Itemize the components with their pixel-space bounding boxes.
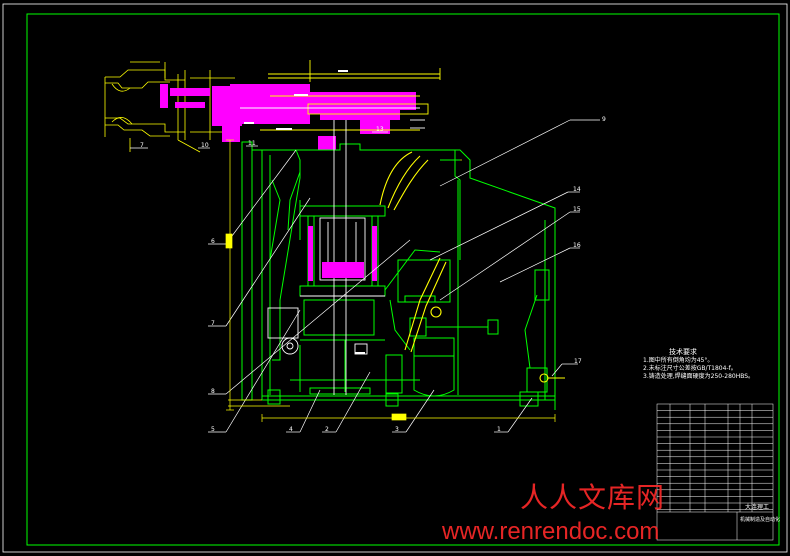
balloon-3: 3 (395, 426, 399, 433)
balloon-8: 8 (211, 388, 215, 395)
balloon-14: 14 (573, 186, 581, 193)
watermark-chinese: 人人文库网 (520, 481, 666, 514)
balloon-1: 1 (497, 426, 501, 433)
notes-line-1: 1.图中所有倒角均为45°。 (643, 357, 714, 364)
leader-lines (130, 119, 600, 433)
top-slide-assembly (222, 60, 441, 150)
notes-line-2: 2.未标注尺寸公差按GB/T1804-f。 (643, 365, 737, 372)
detail-hatch (160, 84, 242, 126)
parts-list-border (656, 403, 774, 541)
title-block-subtitle: 机械制造及自动化 (740, 517, 781, 523)
balloon-labels: 6 7 8 5 4 2 3 1 7 10 11 13 9 14 15 16 17 (140, 116, 606, 433)
balloon-13: 13 (376, 126, 384, 133)
notes-line-3: 3.铸造处理,焊缝面硬度为250-280HBS。 (643, 373, 755, 380)
outer-frame (2, 3, 788, 553)
balloon-9: 9 (602, 116, 606, 123)
parts-list-table (656, 403, 774, 541)
balloon-6: 6 (211, 238, 215, 245)
dimension-lines (225, 139, 556, 422)
balloon-7-detail: 7 (140, 142, 144, 149)
notes-title: 技术要求 (669, 348, 697, 356)
watermark-url: www.renrendoc.com (442, 518, 660, 545)
column-hatch (308, 226, 377, 281)
main-column (267, 120, 385, 395)
hose (379, 151, 565, 383)
balloon-17: 17 (574, 358, 582, 365)
balloon-5: 5 (211, 426, 215, 433)
detail-view (104, 61, 235, 153)
inner-frame (26, 13, 780, 546)
balloon-4: 4 (289, 426, 293, 433)
balloon-11: 11 (248, 140, 256, 147)
balloon-15: 15 (573, 206, 581, 213)
balloon-2: 2 (325, 426, 329, 433)
balloon-10: 10 (201, 142, 209, 149)
balloon-7: 7 (211, 320, 215, 327)
balloon-16: 16 (573, 242, 581, 249)
technical-notes: 技术要求 1.图中所有倒角均为45°。 2.未标注尺寸公差按GB/T1804-f… (643, 348, 783, 381)
dimension-ticks (244, 70, 365, 354)
title-block-name: 大连理工 (745, 504, 770, 511)
machine-frame (241, 141, 556, 410)
